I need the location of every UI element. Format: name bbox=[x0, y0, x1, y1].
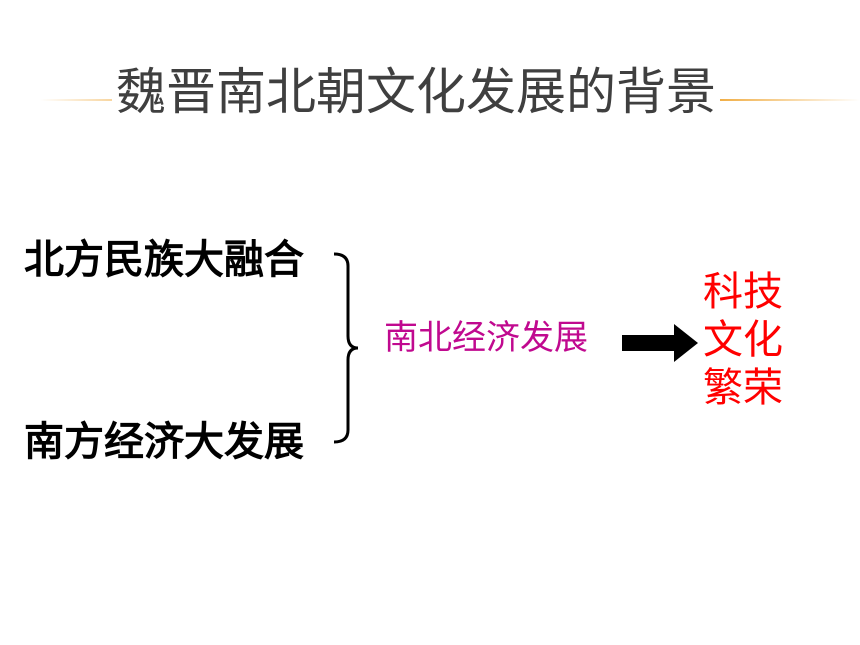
right-arrow-icon bbox=[622, 324, 698, 362]
result-line-2: 文化 bbox=[703, 317, 783, 363]
page-title: 魏晋南北朝文化发展的背景 bbox=[112, 60, 720, 124]
right-brace bbox=[333, 252, 359, 444]
prosperity-result: 科技 文化 繁荣 bbox=[703, 268, 783, 412]
north-south-economy-label: 南北经济发展 bbox=[384, 318, 588, 358]
result-line-3: 繁荣 bbox=[703, 365, 783, 411]
southern-economy-label: 南方经济大发展 bbox=[24, 419, 304, 465]
result-line-1: 科技 bbox=[703, 269, 783, 315]
northern-fusion-label: 北方民族大融合 bbox=[24, 237, 304, 283]
